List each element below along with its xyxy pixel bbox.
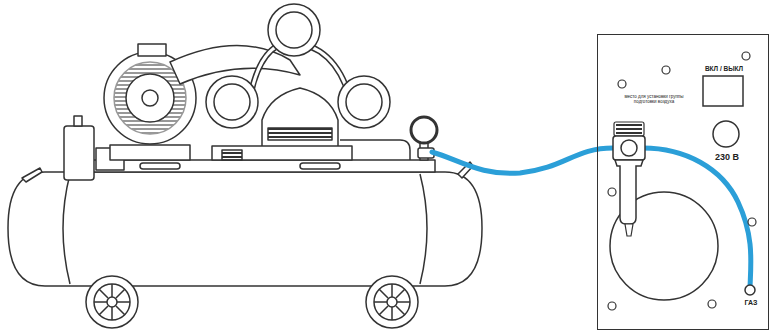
switch-lever (74, 116, 82, 126)
cylinder-head (338, 76, 390, 128)
motor-feet (110, 145, 190, 160)
mount-hole (608, 188, 616, 196)
filter-body (613, 136, 645, 160)
port-label: ГАЗ (736, 299, 766, 307)
switch-label: ВКЛ / ВЫКЛ (694, 65, 754, 72)
mount-hole (618, 80, 626, 88)
air-tank (8, 172, 482, 286)
base-plate (90, 160, 435, 172)
power-socket (713, 121, 739, 147)
cylinder-head (268, 4, 320, 56)
slot (300, 163, 340, 169)
mount-hole (708, 300, 716, 308)
wheel (366, 276, 418, 328)
slot (140, 163, 180, 169)
tank-seam (63, 174, 427, 284)
pressure-gauge (411, 117, 437, 143)
mount-hole (748, 218, 756, 226)
mount-note: место для установки группы подготовки во… (623, 94, 685, 104)
wheel-bracket (95, 284, 410, 300)
mount-hole (662, 66, 670, 74)
wheel (86, 276, 138, 328)
pump-pipe (340, 140, 410, 160)
filter-bowl (615, 160, 643, 224)
gas-port (745, 285, 755, 295)
air-hose (432, 148, 613, 173)
mount-hole (608, 302, 616, 310)
crankcase (262, 88, 338, 155)
filter-cap (614, 122, 644, 136)
mount-hole (742, 52, 750, 60)
filter-drain (625, 224, 633, 236)
power-switch (703, 76, 743, 106)
motor-box (138, 44, 166, 56)
cylinder-head (206, 76, 258, 128)
control-panel: ВКЛ / ВЫКЛ 230 В место для установки групп… (597, 34, 769, 330)
pressure-switch (64, 126, 94, 180)
voltage-label: 230 В (705, 152, 749, 162)
